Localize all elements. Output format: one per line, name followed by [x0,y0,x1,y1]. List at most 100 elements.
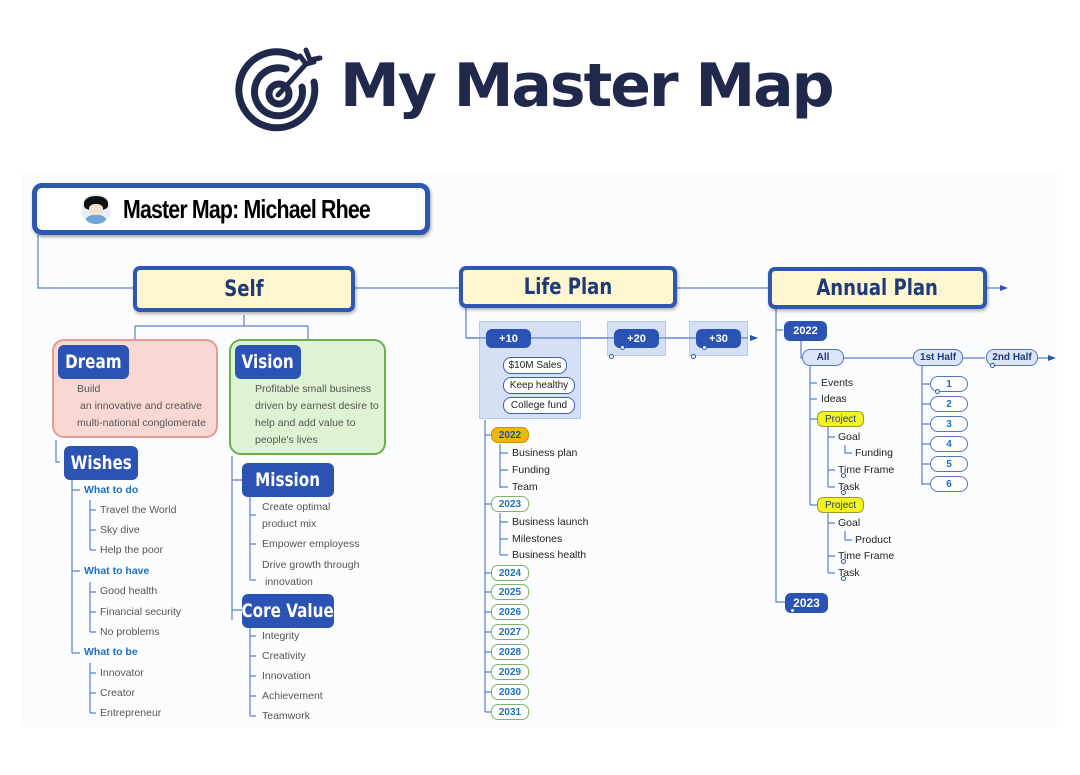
wishes-item[interactable]: Travel the World [100,504,177,516]
year-item[interactable]: Business launch [512,516,589,528]
master-map-title: Master Map: Michael Rhee [123,193,371,224]
dream-label[interactable]: Dream [58,345,129,379]
core-value-item[interactable]: Teamwork [262,710,310,722]
collapse-toggle-icon[interactable] [990,363,995,368]
collapse-toggle-icon[interactable] [790,608,795,613]
topic-life-plan-label: Life Plan [523,274,613,300]
horizon-plus30[interactable]: +30 [696,329,741,348]
core-value-item[interactable]: Achievement [262,690,323,702]
topic-self-label: Self [224,276,264,302]
all-item[interactable]: Ideas [821,393,847,405]
wishes-item[interactable]: Financial security [100,606,182,618]
year-node-2026[interactable]: 2026 [491,604,529,620]
collapse-toggle-icon[interactable] [609,354,614,359]
year-item[interactable]: Business plan [512,447,578,459]
dream-line: an innovative and creative [80,400,202,412]
wishes-group-title[interactable]: What to do [84,484,139,496]
core-value-item[interactable]: Integrity [262,630,300,642]
project-time-frame[interactable]: Time Frame [838,464,895,476]
tab-all[interactable]: All [802,349,844,366]
project-node[interactable]: Project [817,497,864,513]
vision-label[interactable]: Vision [235,345,301,379]
half-item[interactable]: 4 [930,436,968,452]
plus10-item[interactable]: Keep healthy [503,377,575,394]
year-item[interactable]: Team [512,481,538,493]
avatar-icon [81,194,111,224]
topic-self[interactable]: Self [133,266,355,312]
collapse-toggle-icon[interactable] [702,345,707,350]
vision-line: people's lives [255,434,318,446]
project-goal-child[interactable]: Product [855,534,892,546]
half-item[interactable]: 1 [930,376,968,392]
wishes-item[interactable]: Entrepreneur [100,707,162,719]
mission-item[interactable]: product mix [262,518,317,530]
half-item[interactable]: 3 [930,416,968,432]
half-item[interactable]: 5 [930,456,968,472]
horizon-plus20[interactable]: +20 [614,329,659,348]
all-item[interactable]: Events [821,377,854,389]
half-item[interactable]: 6 [930,476,968,492]
year-item[interactable]: Funding [512,464,550,476]
project-goal[interactable]: Goal [838,431,861,443]
year-node-2031[interactable]: 2031 [491,704,529,720]
collapse-toggle-icon[interactable] [841,559,846,564]
horizon-plus10[interactable]: +10 [486,329,531,348]
vision-line: driven by earnest desire to [255,400,379,412]
project-goal[interactable]: Goal [838,517,861,529]
core-value-label[interactable]: Core Value [242,594,334,628]
collapse-toggle-icon[interactable] [841,490,846,495]
wishes-item[interactable]: Innovator [100,667,144,679]
master-map-title-node[interactable]: Master Map: Michael Rhee [32,183,430,235]
wishes-item[interactable]: Creator [100,687,136,699]
plus10-item[interactable]: $10M Sales [503,357,567,374]
year-node-2022[interactable]: 2022 [491,427,529,443]
wishes-item[interactable]: No problems [100,626,160,638]
page-title: My Master Map [340,51,835,121]
half-item[interactable]: 2 [930,396,968,412]
annual-year-2023[interactable]: 2023 [785,593,828,613]
collapse-toggle-icon[interactable] [841,576,846,581]
wishes-item[interactable]: Good health [100,585,158,597]
year-node-2029[interactable]: 2029 [491,664,529,680]
page-header: My Master Map [0,38,1080,133]
plus10-item[interactable]: College fund [503,397,575,414]
core-value-item[interactable]: Innovation [262,670,311,682]
tab-2nd-half[interactable]: 2nd Half [986,349,1038,366]
mission-label[interactable]: Mission [242,463,334,497]
wishes-item[interactable]: Help the poor [100,544,164,556]
vision-line: Profitable small business [255,383,372,395]
project-goal-child[interactable]: Funding [855,447,893,459]
mindmap-canvas [22,172,1057,727]
project-node[interactable]: Project [817,411,864,427]
mission-item[interactable]: Drive growth through [262,559,360,571]
vision-line: help and add value to [255,417,356,429]
project-time-frame[interactable]: Time Frame [838,550,895,562]
topic-life-plan[interactable]: Life Plan [459,266,677,308]
collapse-toggle-icon[interactable] [620,345,625,350]
mission-item[interactable]: Empower employess [262,538,360,550]
year-node-2030[interactable]: 2030 [491,684,529,700]
target-arrow-icon [235,47,323,132]
dream-line: Build [77,383,101,395]
annual-year-2022[interactable]: 2022 [784,321,827,341]
topic-annual-plan[interactable]: Annual Plan [768,267,987,309]
tab-1st-half[interactable]: 1st Half [913,349,963,366]
dream-line: multi-national conglomerate [77,417,206,429]
collapse-toggle-icon[interactable] [935,389,940,394]
core-value-item[interactable]: Creativity [262,650,306,662]
wishes-group-title[interactable]: What to be [84,646,138,658]
year-node-2028[interactable]: 2028 [491,644,529,660]
collapse-toggle-icon[interactable] [841,473,846,478]
year-item[interactable]: Milestones [512,533,563,545]
wishes-item[interactable]: Sky dive [100,524,140,536]
wishes-group-title[interactable]: What to have [84,565,150,577]
mission-item[interactable]: Create optimal [262,501,331,513]
year-node-2023[interactable]: 2023 [491,496,529,512]
year-item[interactable]: Business health [512,549,587,561]
year-node-2025[interactable]: 2025 [491,584,529,600]
mission-item[interactable]: innovation [265,576,313,588]
collapse-toggle-icon[interactable] [691,354,696,359]
wishes-label[interactable]: Wishes [64,446,138,480]
year-node-2024[interactable]: 2024 [491,565,529,581]
year-node-2027[interactable]: 2027 [491,624,529,640]
